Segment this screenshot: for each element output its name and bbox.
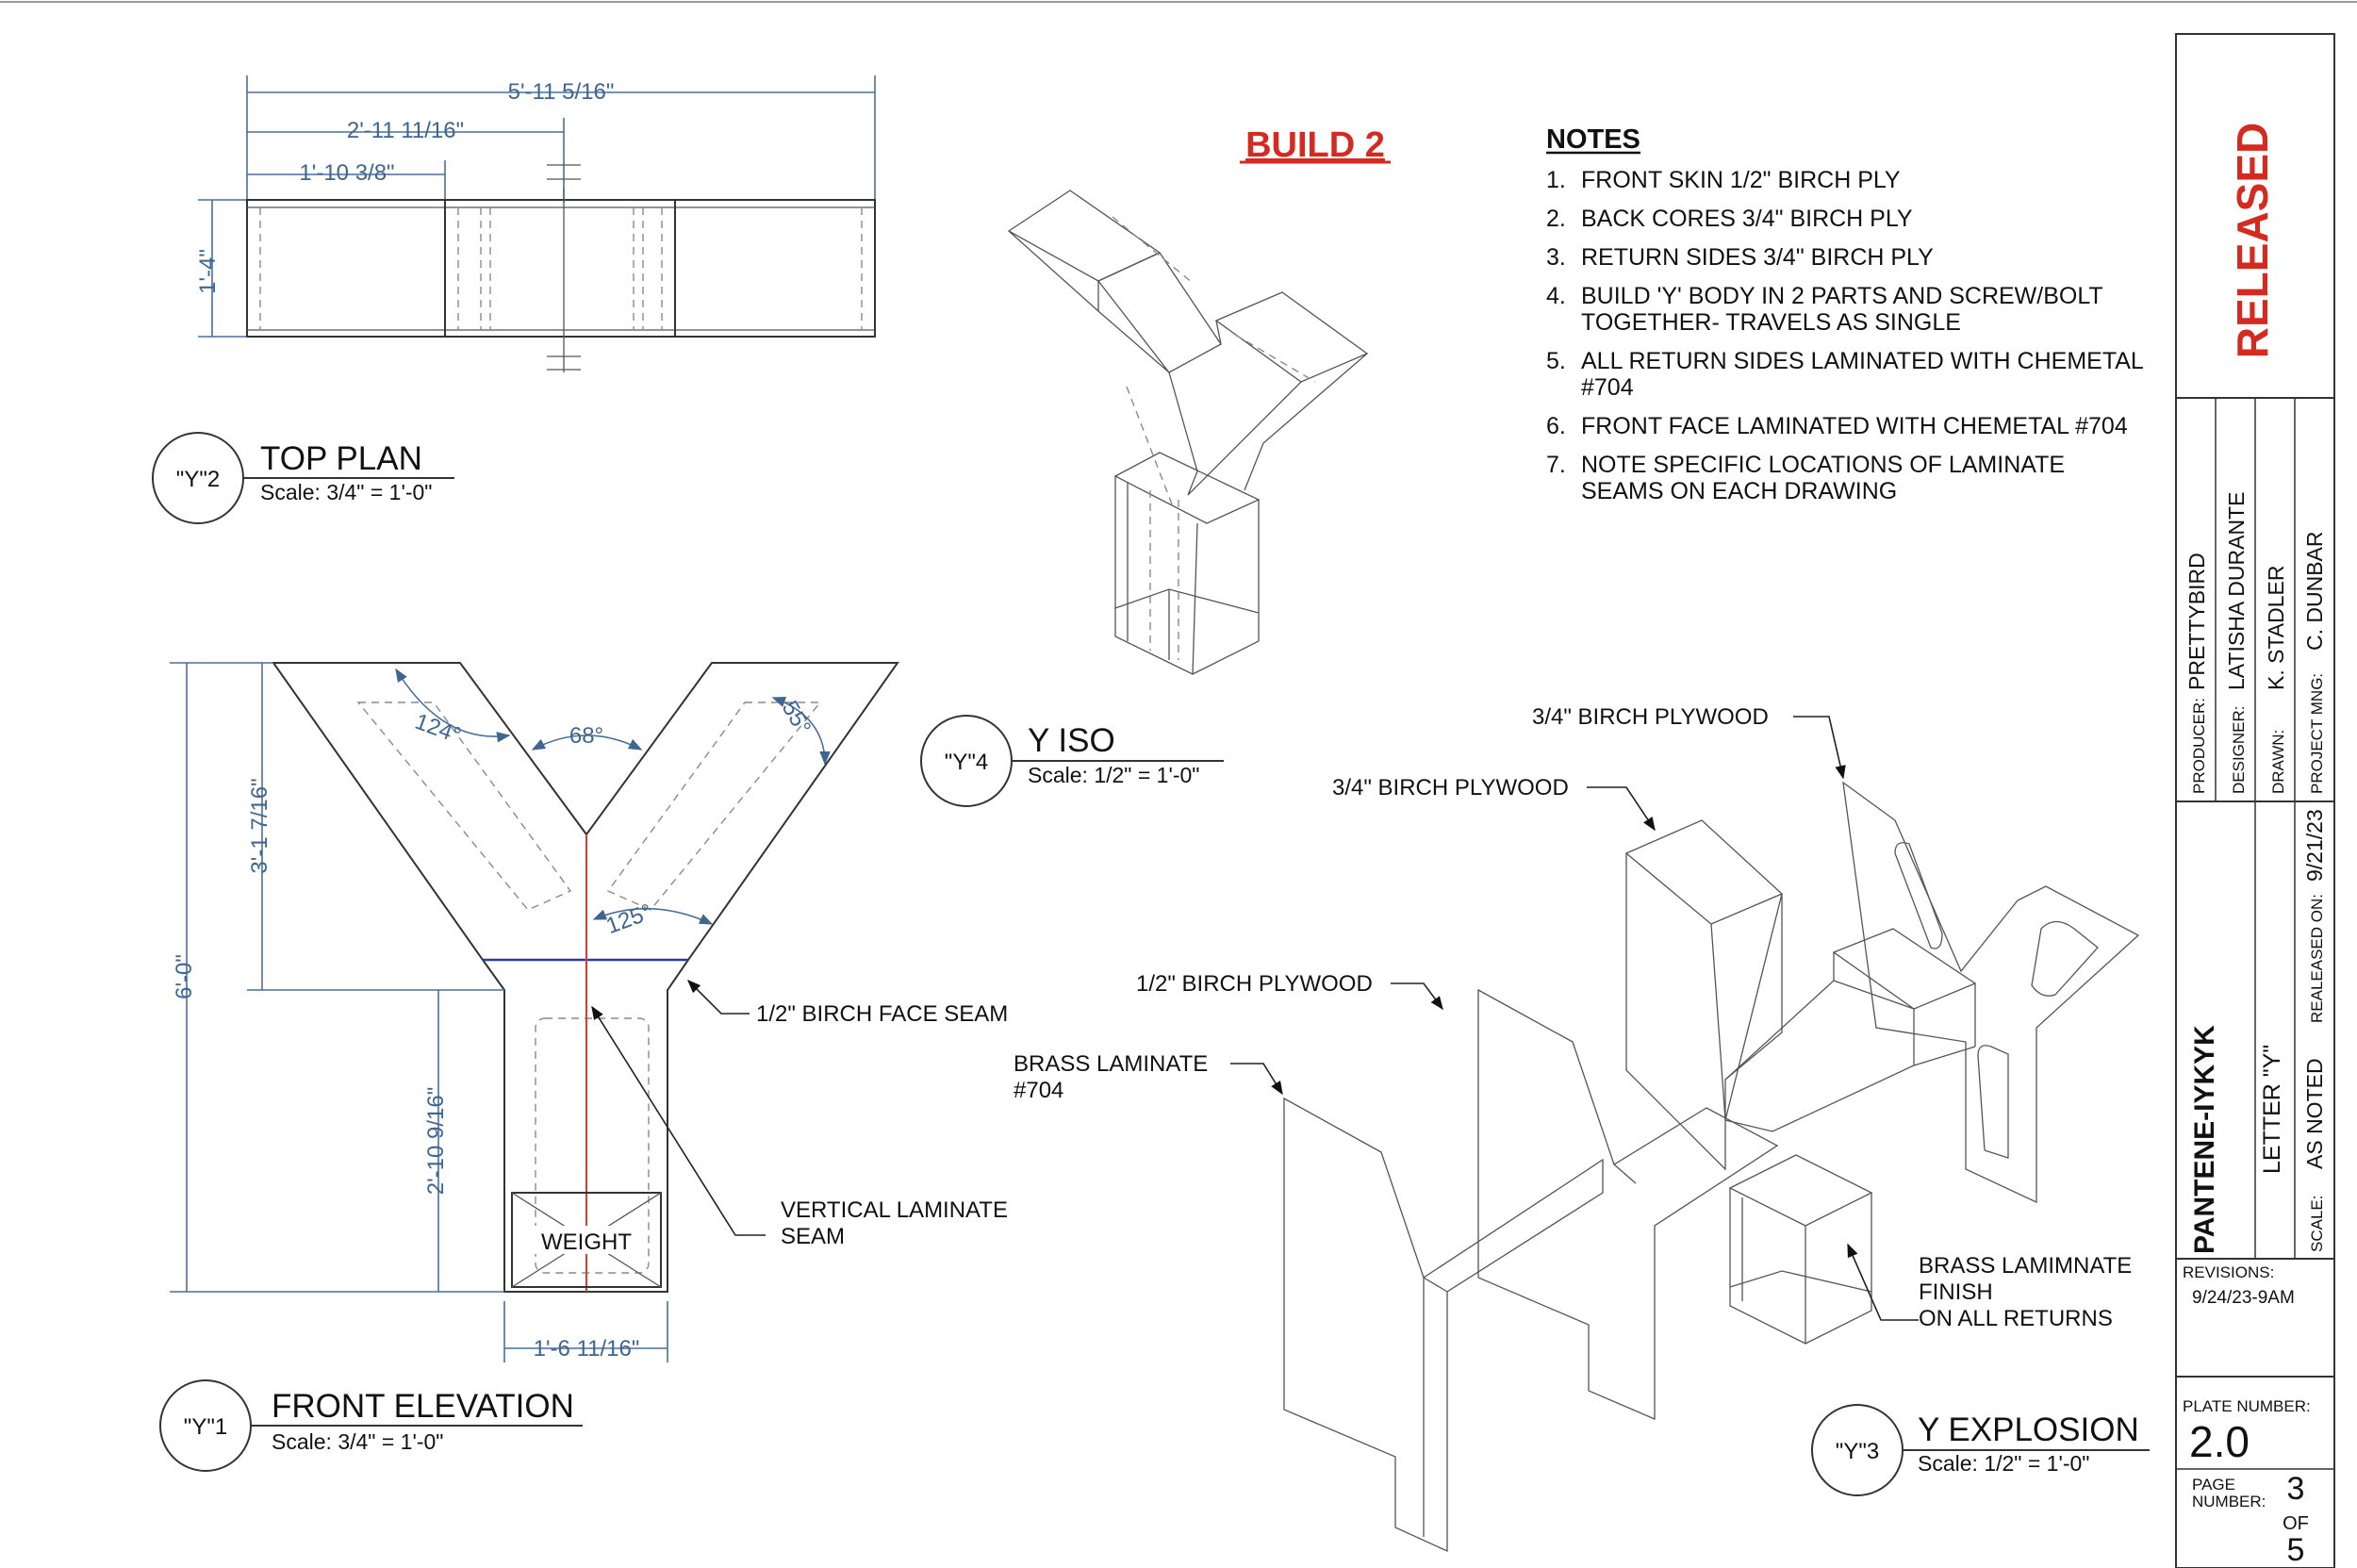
dim-lower-height: 2'-10 9/16" (423, 1087, 449, 1196)
note-number: 3. (1546, 244, 1566, 271)
sheet-name: LETTER "Y" (2259, 1045, 2285, 1174)
note-line: FRONT SKIN 1/2" BIRCH PLY (1581, 167, 1901, 193)
explosion-callout-finish-2: FINISH (1919, 1279, 1993, 1305)
scale-value: AS NOTED (2302, 1058, 2327, 1169)
note-number: 2. (1546, 206, 1566, 232)
title-block: RELEASED PRODUCER: PRETTYBIRD DESIGNER: … (2175, 33, 2335, 1568)
iso-title: Y ISO (1028, 722, 1115, 759)
revision-value: 9/24/23-9AM (2192, 1288, 2295, 1308)
page-label-1: PAGE (2192, 1476, 2235, 1494)
page-of-label: OF (2283, 1513, 2309, 1534)
vertical-seam-callout-2: SEAM (781, 1224, 845, 1249)
dim-mid-width: 2'-11 11/16" (347, 118, 464, 143)
note-number: 4. (1546, 283, 1566, 309)
explosion-callout-ply-top: 3/4" BIRCH PLYWOOD (1532, 704, 1769, 730)
plate-label: PLATE NUMBER: (2183, 1397, 2311, 1415)
explosion-callout-brass-2: #704 (1014, 1078, 1063, 1103)
notes-heading: NOTES (1546, 124, 1640, 155)
designer-value: LATISHA DURANTE (2224, 492, 2249, 690)
dim-depth: 1'-4" (195, 249, 221, 294)
note-line: NOTE SPECIFIC LOCATIONS OF LAMINATE (1581, 452, 2065, 478)
top-plan-view: 5'-11 5/16" 2'-11 11/16" 1'-10 3/8" 1'-4… (152, 75, 876, 524)
explosion-title: Y EXPLOSION (1918, 1411, 2139, 1448)
angle-125: 125° (602, 900, 655, 939)
dim-left-width: 1'-10 3/8" (299, 160, 394, 186)
note-line: ALL RETURN SIDES LAMINATED WITH CHEMETAL (1581, 348, 2144, 374)
note-number: 7. (1546, 452, 1566, 478)
dim-upper-height: 3'-1 7/16" (247, 778, 272, 873)
front-elevation-view: WEIGHT 124° 68° 55° 125° 6'-0" 3'-1 7/16… (159, 662, 1008, 1472)
front-elevation-scale: Scale: 3/4" = 1'-0" (272, 1429, 443, 1454)
page-label-2: NUMBER: (2192, 1493, 2266, 1510)
scale-label: SCALE: (2308, 1196, 2326, 1252)
project-manager-value: C. DUNBAR (2302, 531, 2327, 651)
released-value: 9/21/23 (2302, 809, 2327, 882)
note-line: SEAMS ON EACH DRAWING (1581, 478, 1897, 504)
vertical-seam-callout-1: VERTICAL LAMINATE (781, 1197, 1008, 1223)
drawn-value: K. STADLER (2264, 566, 2288, 691)
dim-total-height: 6'-0" (172, 954, 197, 999)
iso-scale: Scale: 1/2" = 1'-0" (1028, 763, 1199, 787)
released-label: REALEASED ON: (2308, 894, 2326, 1023)
designer-label: DESIGNER: (2230, 705, 2248, 794)
note-line: #704 (1581, 374, 1634, 401)
face-seam-callout: 1/2" BIRCH FACE SEAM (756, 1001, 1008, 1027)
angle-124: 124° (412, 709, 465, 749)
note-line: TOGETHER- TRAVELS AS SINGLE (1581, 309, 1961, 336)
plate-value: 2.0 (2189, 1417, 2250, 1466)
project-name: PANTENE-IYKYK (2189, 1025, 2220, 1254)
producer-value: PRETTYBIRD (2184, 553, 2209, 690)
explosion-callout-finish-1: BRASS LAMIMNATE (1919, 1253, 2132, 1279)
released-stamp: RELEASED (2228, 123, 2277, 358)
front-elevation-tag: "Y"1 (184, 1414, 227, 1440)
top-plan-tag: "Y"2 (176, 467, 220, 492)
note-number: 1. (1546, 167, 1566, 193)
iso-tag: "Y"4 (945, 750, 988, 775)
explosion-callout-ply-half: 1/2" BIRCH PLYWOOD (1136, 971, 1373, 997)
project-manager-label: PROJECT MNG: (2308, 673, 2326, 794)
notes-block: NOTES 1. FRONT SKIN 1/2" BIRCH PLY 2. BACK … (1546, 124, 2144, 504)
drawn-label: DRAWN: (2269, 730, 2287, 794)
dim-overall-width: 5'-11 5/16" (508, 79, 615, 105)
top-plan-scale: Scale: 3/4" = 1'-0" (260, 480, 432, 504)
explosion-view: 3/4" BIRCH PLYWOOD 3/4" BIRCH PLYWOOD 1/… (1014, 704, 2150, 1553)
note-line: BACK CORES 3/4" BIRCH PLY (1581, 206, 1913, 232)
angle-55: 55° (777, 697, 816, 739)
top-plan-title: TOP PLAN (260, 440, 422, 477)
angle-68: 68° (569, 723, 603, 749)
explosion-callout-ply-mid: 3/4" BIRCH PLYWOOD (1332, 775, 1569, 801)
revisions-label: REVISIONS: (2183, 1263, 2274, 1281)
weight-label: WEIGHT (541, 1230, 632, 1255)
page-value: 3 (2287, 1471, 2305, 1507)
note-line: FRONT FACE LAMINATED WITH CHEMETAL #704 (1581, 413, 2128, 439)
explosion-tag: "Y"3 (1836, 1439, 1879, 1464)
front-elevation-title: FRONT ELEVATION (272, 1388, 574, 1425)
build-label: BUILD 2 (1245, 125, 1385, 165)
note-number: 6. (1546, 413, 1566, 439)
explosion-callout-finish-3: ON ALL RETURNS (1919, 1306, 2113, 1331)
iso-view: "Y"4 Y ISO Scale: 1/2" = 1'-0" (920, 190, 1369, 807)
notes-list: 1. FRONT SKIN 1/2" BIRCH PLY 2. BACK CORES … (1546, 167, 2144, 504)
explosion-scale: Scale: 1/2" = 1'-0" (1918, 1451, 2089, 1476)
note-number: 5. (1546, 348, 1566, 374)
producer-label: PRODUCER: (2190, 698, 2208, 794)
page-total: 5 (2287, 1532, 2305, 1568)
note-line: BUILD 'Y' BODY IN 2 PARTS AND SCREW/BOLT (1581, 283, 2103, 309)
explosion-callout-brass-1: BRASS LAMINATE (1014, 1051, 1208, 1077)
dim-base-width: 1'-6 11/16" (534, 1336, 640, 1362)
note-line: RETURN SIDES 3/4" BIRCH PLY (1581, 244, 1934, 271)
